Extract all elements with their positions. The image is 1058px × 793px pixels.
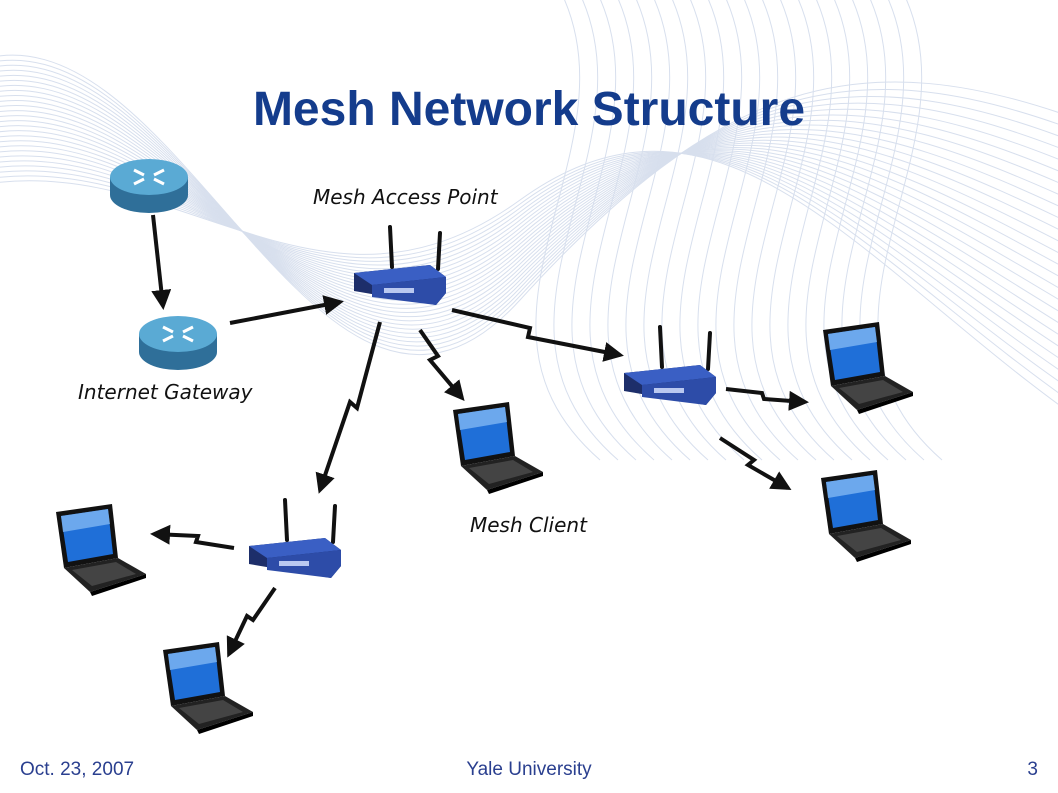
client-label: Mesh Client [470,513,587,537]
background-curve [823,0,889,461]
footer-institution: Yale University [466,759,592,780]
background-curve [571,0,637,461]
background-curve [0,64,1058,347]
footer-date: Oct. 23, 2007 [20,759,135,780]
laptop-bottom-icon [163,642,253,734]
background-curve [715,0,781,461]
wireless-link-ap-bottom-to-laptop-bottom [226,586,277,658]
background-curve [0,100,1058,318]
laptop-left-icon [56,504,146,596]
background-curve [589,0,655,461]
background-curve [0,94,1058,322]
background-curve [0,105,1058,314]
laptop-right-top-icon [823,322,913,414]
wireless-link-ap-to-client-center [418,328,465,402]
background-curve [553,0,619,461]
access-point-right-icon [624,325,716,405]
background-curve [805,0,871,461]
wired-link-router-to-gateway [151,214,172,310]
background-curve [0,89,1058,326]
background-curve [733,0,799,461]
background-curve [607,0,673,461]
background-curve [0,69,1058,343]
background-curve [0,59,1058,351]
gateway-router-icon [139,316,217,370]
access-point-bottom-icon [249,498,341,578]
wired-link-gateway-to-access-point [229,295,344,325]
wireless-link-ap-to-ap-right [451,308,624,362]
access-point-main-icon [354,225,446,305]
background-curve [535,0,601,461]
footer-page-number: 3 [1027,759,1038,780]
background-curve [625,0,691,461]
wireless-link-ap-to-ap-bottom [315,321,382,494]
laptop-right-lower-icon [821,470,911,562]
router-icon [110,159,188,213]
wireless-link-ap-bottom-to-laptop-left [150,524,235,550]
gateway-label: Internet Gateway [78,380,253,404]
access-point-label: Mesh Access Point [313,185,498,209]
background-curve [0,79,1058,334]
wireless-link-ap-right-to-laptop-lower [718,436,792,490]
laptop-center-icon [453,402,543,494]
slide-title: Mesh Network Structure [252,83,806,136]
background-curve [0,84,1058,330]
wireless-link-ap-right-to-laptop-top [725,387,809,411]
background-curve [697,0,763,461]
